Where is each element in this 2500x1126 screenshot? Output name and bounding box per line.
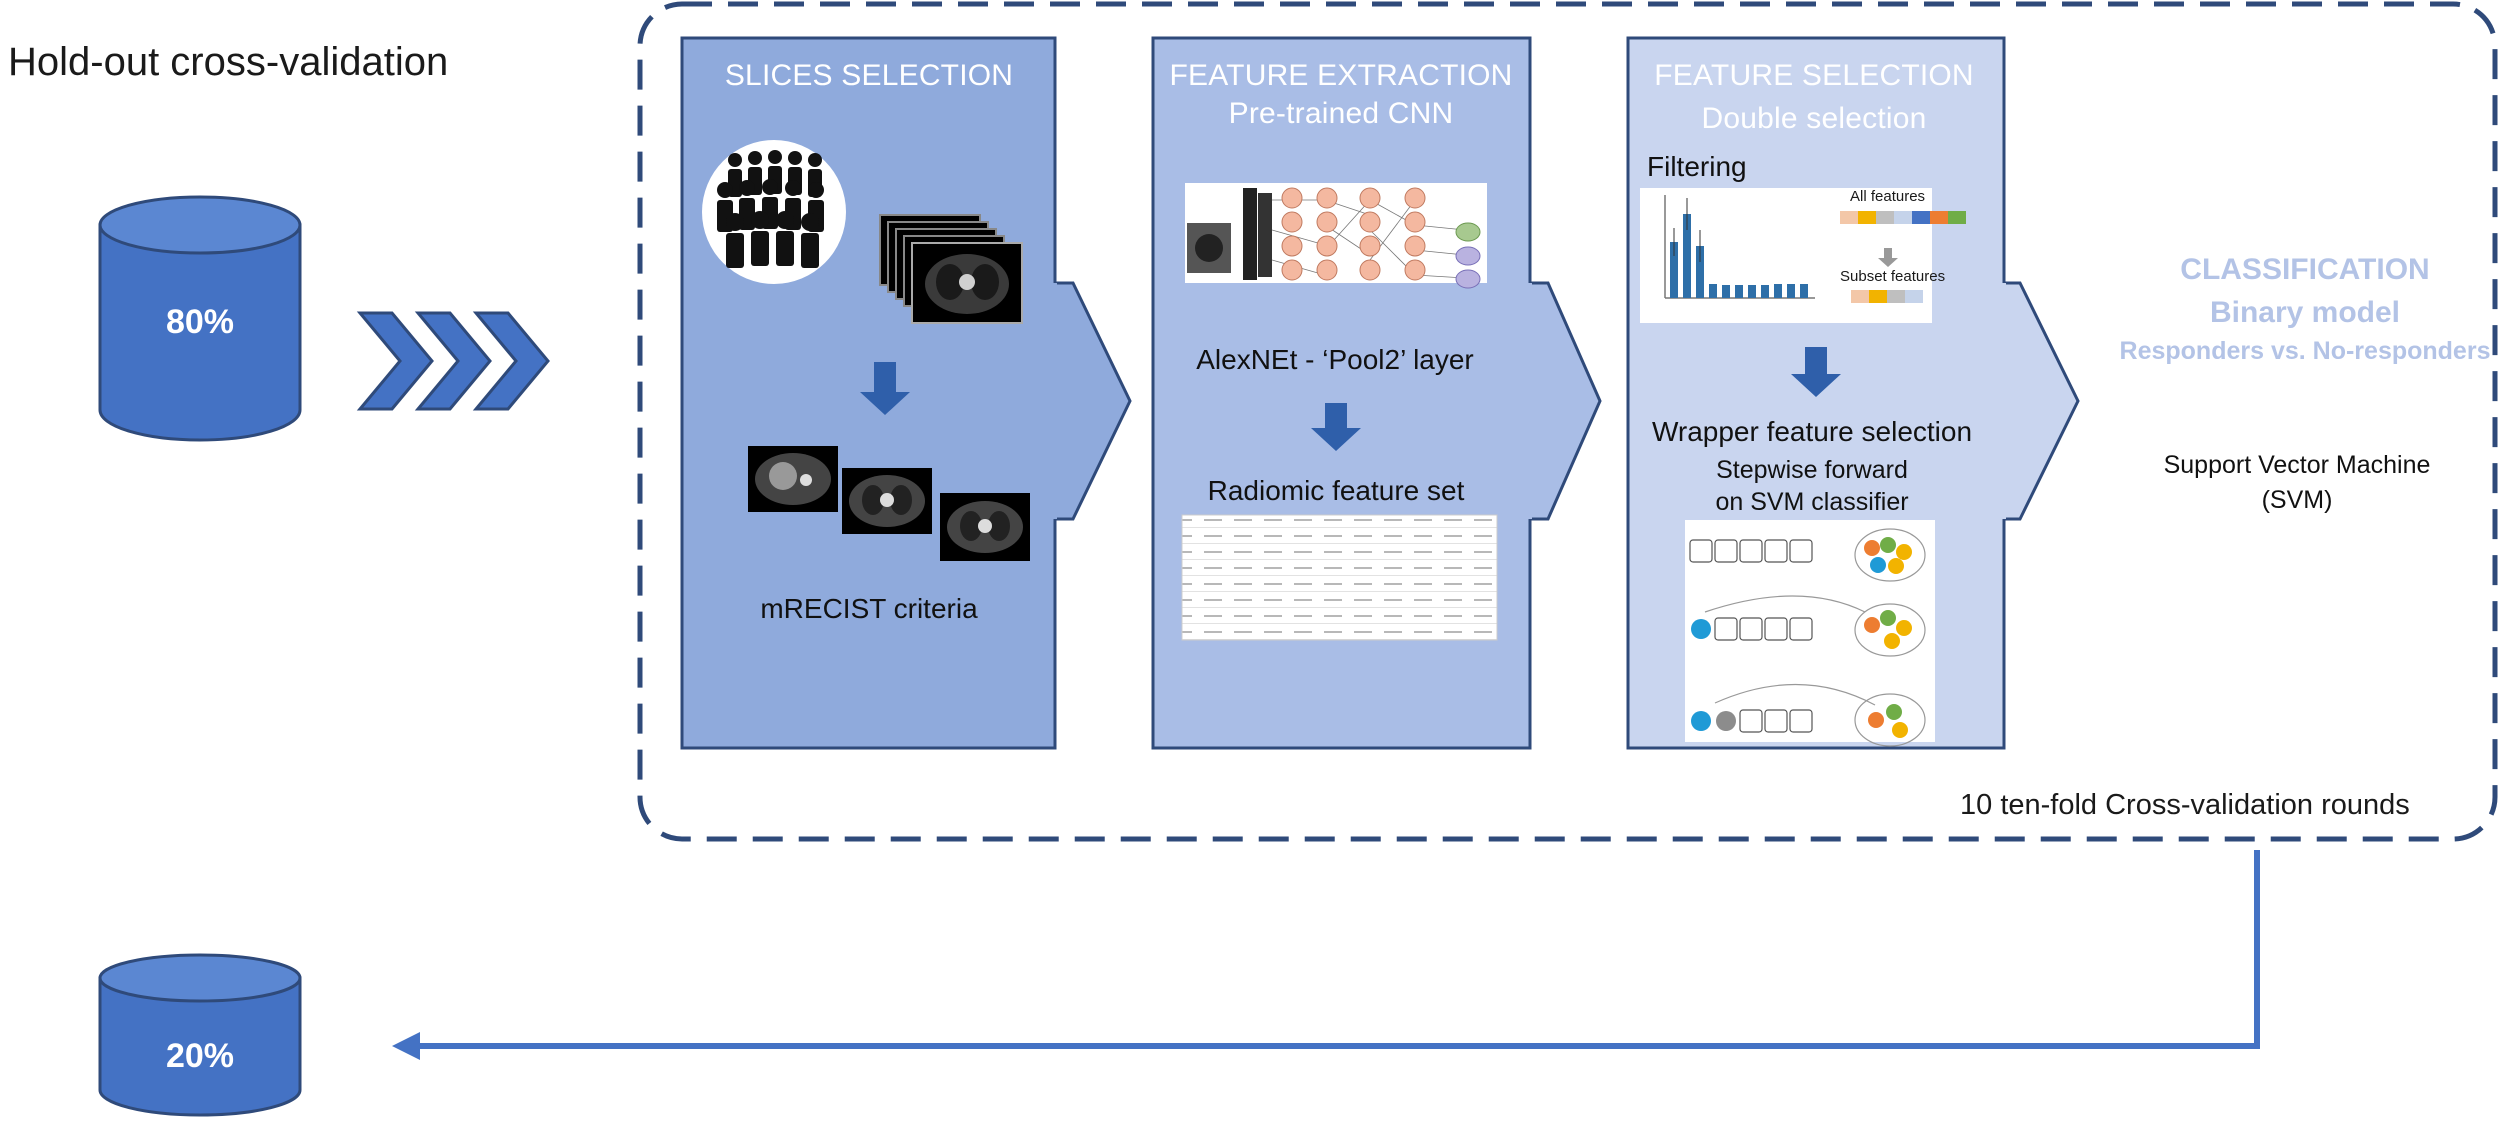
feature-selection-subtitle: Double selection [1701,102,1927,135]
selected-ct-slices-icon [748,446,1030,561]
radiomic-set-caption: Radiomic feature set [1207,475,1465,506]
filtering-bar-chart-image [1640,188,1932,323]
svm-method-label: Support Vector Machine [2163,451,2431,479]
cv-dashed-container [637,1,2498,842]
feature-extraction-title: FEATURE EXTRACTION [1169,59,1513,92]
mrecist-caption: mRECIST criteria [760,593,978,624]
ct-slice-stack-icon [879,214,1023,324]
feature-extraction-panel [1151,36,1602,750]
cv-rounds-label: 10 ten-fold Cross-validation rounds [1960,789,2410,821]
down-arrow-icon [1311,403,1361,451]
subset-features-label: Subset features [1840,268,1946,285]
radiomic-feature-table [1181,514,1498,641]
wrapper-svm-label: on SVM classifier [1715,488,1909,516]
wrapper-stepwise-label: Stepwise forward [1716,456,1908,484]
test-split-label: 20% [165,1037,235,1075]
down-arrow-icon [1791,347,1841,397]
patients-group-icon [702,140,846,284]
chevron-arrows-icon [356,311,550,411]
feature-extraction-subtitle: Pre-trained CNN [1228,97,1454,130]
cnn-network-icon [1185,183,1487,289]
all-features-color-bar [1840,211,1966,224]
slices-selection-title: SLICES SELECTION [724,59,1014,92]
wrapper-selection-image [1685,520,1935,747]
classification-classes: Responders vs. No-responders [2119,337,2491,365]
train-split-label: 80% [165,303,235,341]
return-flow-arrow [392,850,2260,1060]
subset-features-color-bar [1851,290,1923,303]
training-set-cylinder [98,195,302,442]
down-arrow-icon [860,362,910,415]
filtering-label: Filtering [1647,151,1747,182]
small-down-arrow-icon [1878,248,1898,267]
classification-model: Binary model [2209,296,2401,329]
test-set-cylinder [98,953,302,1117]
classification-title: CLASSIFICATION [2180,253,2430,286]
diagram-title: Hold-out cross-validation [8,40,449,84]
alexnet-caption: AlexNEt - ‘Pool2’ layer [1196,344,1474,375]
wrapper-selection-label: Wrapper feature selection [1651,416,1973,447]
feature-selection-title: FEATURE SELECTION [1654,59,1974,92]
svm-abbrev-label: (SVM) [2261,486,2333,514]
all-features-label: All features [1850,188,1926,205]
